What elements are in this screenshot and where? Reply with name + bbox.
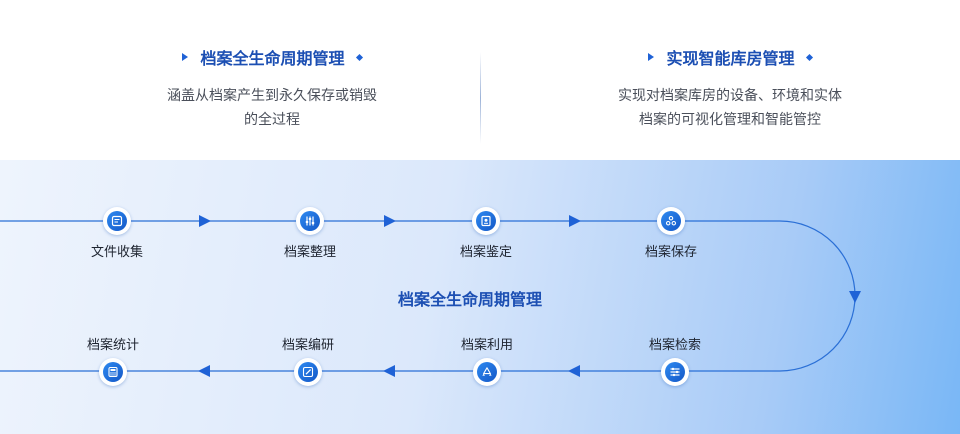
- intro-section: 档案全生命周期管理 涵盖从档案产生到永久保存或销毁 的全过程 实现智能库房管理 …: [0, 0, 960, 160]
- feature-desc-line: 涵盖从档案产生到永久保存或销毁: [167, 88, 377, 104]
- flow-step-label: 档案鉴定: [459, 245, 512, 260]
- feature-title-text: 档案全生命周期管理: [200, 49, 345, 68]
- edit-pen-icon: [294, 358, 322, 386]
- arrow-right-icon: [199, 215, 211, 227]
- flow-step-label: 档案利用: [460, 338, 513, 353]
- bullet-triangle-icon: [182, 53, 189, 61]
- feature-title-text: 实现智能库房管理: [666, 49, 795, 68]
- flow-title: 档案全生命周期管理: [397, 290, 542, 309]
- arrow-right-icon: [569, 215, 581, 227]
- feature-smart-warehouse: 实现智能库房管理 实现对档案库房的设备、环境和实体 档案的可视化管理和智能管控: [550, 44, 910, 132]
- feature-lifecycle: 档案全生命周期管理 涵盖从档案产生到永久保存或销毁 的全过程: [92, 44, 452, 132]
- section-divider: [480, 52, 481, 144]
- boxes-stack-icon: [657, 207, 685, 235]
- certificate-icon: [472, 207, 500, 235]
- feature-title: 实现智能库房管理: [550, 44, 910, 70]
- bullet-triangle-icon: [648, 53, 655, 61]
- flow-section: [0, 160, 960, 434]
- arrow-left-icon: [383, 365, 395, 377]
- arrow-down-icon: [849, 291, 861, 303]
- arrow-left-icon: [198, 365, 210, 377]
- flow-step-label: 档案检索: [648, 338, 701, 353]
- arrow-right-icon: [384, 215, 396, 227]
- sliders-icon: [296, 207, 324, 235]
- recycle-icon: [473, 358, 501, 386]
- feature-desc-line: 实现对档案库房的设备、环境和实体: [618, 88, 842, 104]
- document-list-icon: [103, 207, 131, 235]
- feature-desc-line: 档案的可视化管理和智能管控: [639, 112, 821, 128]
- feature-description: 实现对档案库房的设备、环境和实体 档案的可视化管理和智能管控: [550, 84, 910, 132]
- search-filter-icon: [661, 358, 689, 386]
- flow-step-label: 文件收集: [90, 245, 143, 260]
- flow-step-label: 档案保存: [644, 245, 697, 260]
- flow-step-label: 档案编研: [281, 338, 334, 353]
- feature-desc-line: 的全过程: [244, 112, 300, 128]
- feature-description: 涵盖从档案产生到永久保存或销毁 的全过程: [92, 84, 452, 132]
- feature-title: 档案全生命周期管理: [92, 44, 452, 70]
- turn-curve: [779, 220, 856, 372]
- calculator-icon: [99, 358, 127, 386]
- arrow-left-icon: [568, 365, 580, 377]
- flow-step-label: 档案统计: [86, 338, 139, 353]
- flow-step-label: 档案整理: [283, 245, 336, 260]
